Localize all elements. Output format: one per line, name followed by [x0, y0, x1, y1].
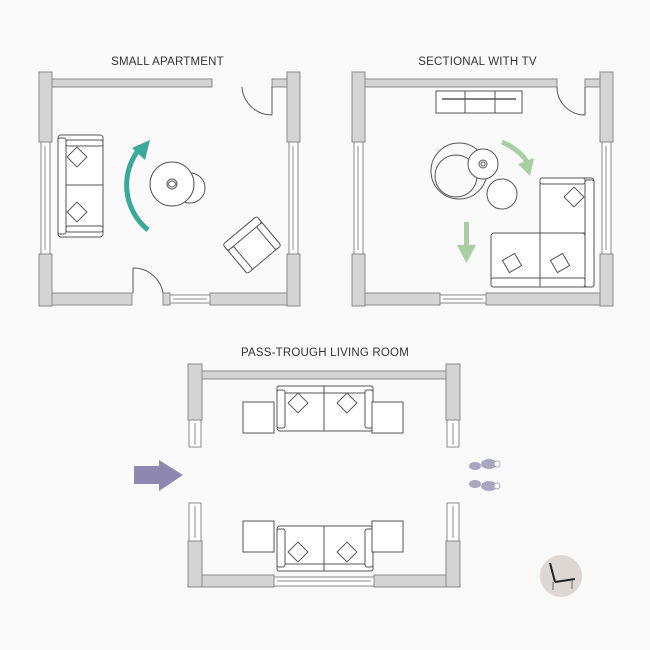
rotate-arrow-icon [124, 140, 150, 232]
side-table [371, 520, 404, 553]
coffee-tables [430, 142, 518, 210]
side-table [242, 401, 275, 434]
footprints-icon [469, 459, 501, 491]
plan-title-pass-through: PASS-TROUGH LIVING ROOM [241, 347, 409, 359]
rotate-arrow-icon [500, 139, 534, 176]
door-top-right [241, 86, 273, 116]
floor-plan-pass-through [134, 363, 501, 588]
floor-plan-sectional-with-tv [351, 71, 614, 307]
floor-plan-small-apartment [38, 71, 301, 307]
sofa [57, 134, 104, 238]
plan-title-small-apartment: SMALL APARTMENT [111, 56, 224, 68]
door-top-right [556, 86, 586, 116]
door-bottom [132, 267, 164, 294]
sofa-bottom [276, 525, 374, 572]
coffee-table [149, 161, 206, 207]
plan-title-sectional-with-tv: SECTIONAL WITH TV [418, 56, 537, 68]
entry-arrow-icon [134, 460, 183, 491]
side-table [242, 520, 275, 553]
armchair [223, 216, 281, 274]
down-arrow-icon [457, 222, 476, 263]
sofa-top [276, 385, 374, 432]
sectional-sofa [490, 177, 595, 288]
side-table [371, 401, 404, 434]
lounge-chair-icon [540, 555, 582, 597]
tv-console [435, 90, 523, 114]
